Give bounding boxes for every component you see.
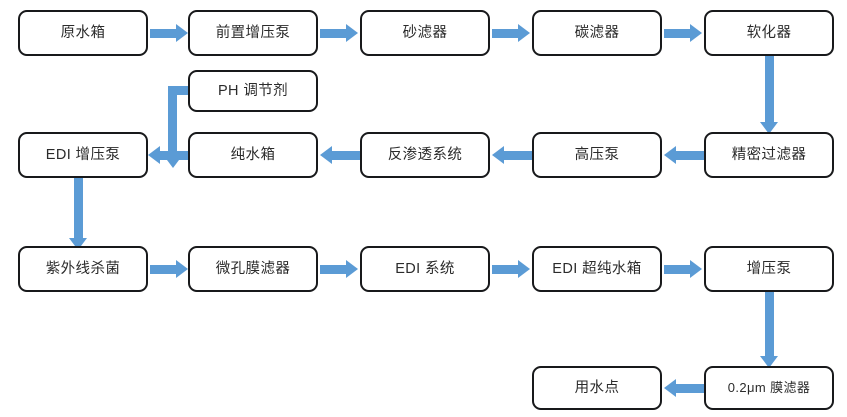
node-microporous-filter[interactable]: 微孔膜滤器 [188,246,318,292]
arrow-edipump-to-uv [69,178,87,250]
connector-horizontal-segment [168,86,190,95]
node-label: 增压泵 [746,260,792,277]
arrow-ro-to-puretank [320,146,362,164]
node-point-of-use[interactable]: 用水点 [532,366,662,410]
node-label: 原水箱 [60,24,106,41]
arrow-carbon-to-softener [664,24,702,42]
arrow-shaft [664,264,691,274]
arrow-shaft [492,28,519,38]
arrow-head-right-icon [518,24,530,42]
arrow-shaft [675,383,706,393]
node-raw-water-tank[interactable]: 原水箱 [18,10,148,56]
arrow-shaft [764,56,774,123]
node-pre-booster-pump[interactable]: 前置增压泵 [188,10,318,56]
arrow-uv-to-micro [150,260,188,278]
arrow-precision-to-highpump [664,146,706,164]
node-precision-filter[interactable]: 精密过滤器 [704,132,834,178]
node-pure-water-tank[interactable]: 纯水箱 [188,132,318,178]
node-label: 纯水箱 [230,146,276,163]
arrow-prepump-to-sand [320,24,358,42]
node-carbon-filter[interactable]: 碳滤器 [532,10,662,56]
node-ph-adjuster[interactable]: PH 调节剂 [188,70,318,112]
arrow-head-left-icon [148,146,160,164]
node-label: 前置增压泵 [215,24,291,41]
node-label: PH 调节剂 [217,82,289,99]
node-high-pressure-pump[interactable]: 高压泵 [532,132,662,178]
arrow-head-left-icon [492,146,504,164]
arrow-shaft [492,264,519,274]
node-label: EDI 增压泵 [45,146,121,163]
node-ro-system[interactable]: 反渗透系统 [360,132,490,178]
arrow-softener-to-precision [760,56,778,134]
node-label: 软化器 [746,24,792,41]
arrow-editank-to-booster [664,260,702,278]
arrow-raw-to-prepump [150,24,188,42]
arrow-shaft [320,264,347,274]
node-edi-system[interactable]: EDI 系统 [360,246,490,292]
node-uv-sterilizer[interactable]: 紫外线杀菌 [18,246,148,292]
arrow-head-right-icon [176,260,188,278]
node-booster-pump[interactable]: 增压泵 [704,246,834,292]
arrow-head-left-icon [320,146,332,164]
node-label: EDI 系统 [395,260,455,277]
node-label: 精密过滤器 [731,146,807,163]
node-softener[interactable]: 软化器 [704,10,834,56]
arrow-sand-to-carbon [492,24,530,42]
arrow-highpump-to-ro [492,146,534,164]
arrow-head-right-icon [518,260,530,278]
arrow-head-right-icon [346,24,358,42]
arrow-head-left-icon [664,146,676,164]
connector-vertical-segment [168,86,177,157]
arrow-shaft [503,150,534,160]
arrow-micro-to-edi [320,260,358,278]
arrow-shaft [675,150,706,160]
arrow-shaft [764,292,774,357]
node-label: EDI 超纯水箱 [552,260,642,277]
arrow-edi-to-editank [492,260,530,278]
arrow-head-right-icon [690,24,702,42]
arrow-head-down-icon [760,356,778,368]
node-label: 高压泵 [574,146,620,163]
arrow-head-right-icon [176,24,188,42]
node-edi-booster-pump[interactable]: EDI 增压泵 [18,132,148,178]
node-label: 0.2μm 膜滤器 [727,379,811,395]
arrow-head-down-icon [760,122,778,134]
node-label: 碳滤器 [574,24,620,41]
arrow-membrane-to-point-of-use [664,379,706,397]
node-label: 反渗透系统 [387,146,463,163]
node-label: 微孔膜滤器 [215,260,291,277]
node-edi-ultrapure-tank[interactable]: EDI 超纯水箱 [532,246,662,292]
node-label: 砂滤器 [402,24,448,41]
arrow-shaft [320,28,347,38]
node-sand-filter[interactable]: 砂滤器 [360,10,490,56]
arrow-shaft [150,264,177,274]
arrow-booster-to-membrane [760,292,778,368]
arrow-shaft [150,28,177,38]
arrow-head-right-icon [346,260,358,278]
node-membrane-filter-02um[interactable]: 0.2μm 膜滤器 [704,366,834,410]
arrow-head-right-icon [690,260,702,278]
arrow-puretank-to-edipump [148,146,190,164]
node-label: 紫外线杀菌 [45,260,121,277]
arrow-shaft [159,150,190,160]
arrow-shaft [664,28,691,38]
node-label: 用水点 [574,379,620,396]
arrow-shaft [73,178,83,239]
arrow-shaft [331,150,362,160]
arrow-head-left-icon [664,379,676,397]
